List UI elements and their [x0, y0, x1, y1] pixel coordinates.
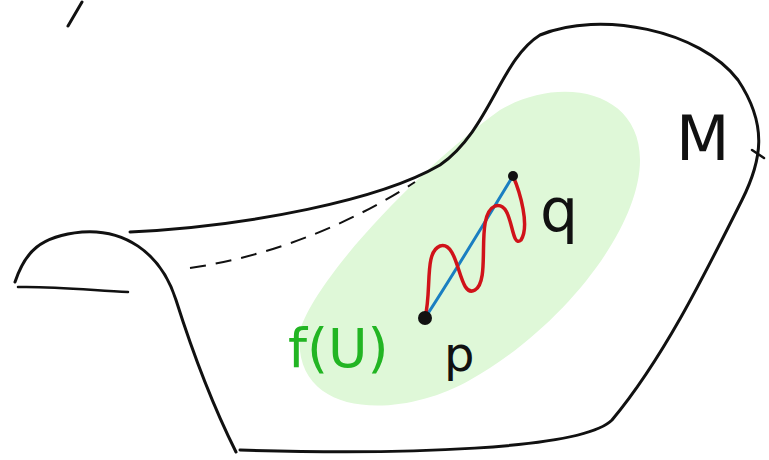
point-dot	[508, 171, 518, 181]
region-label: f(U)	[288, 322, 389, 376]
stray-stroke	[68, 2, 82, 26]
point-label: q	[540, 180, 578, 240]
manifold-name: M	[676, 108, 730, 170]
surface-outline	[130, 24, 759, 451]
point-dot	[418, 311, 432, 325]
surface-left-edge	[18, 287, 128, 292]
point-label: p	[444, 330, 474, 378]
hidden-edge	[190, 182, 415, 268]
wiggly-curve	[425, 176, 525, 318]
outline-tick	[752, 150, 764, 158]
surface-front-edge	[15, 232, 236, 452]
